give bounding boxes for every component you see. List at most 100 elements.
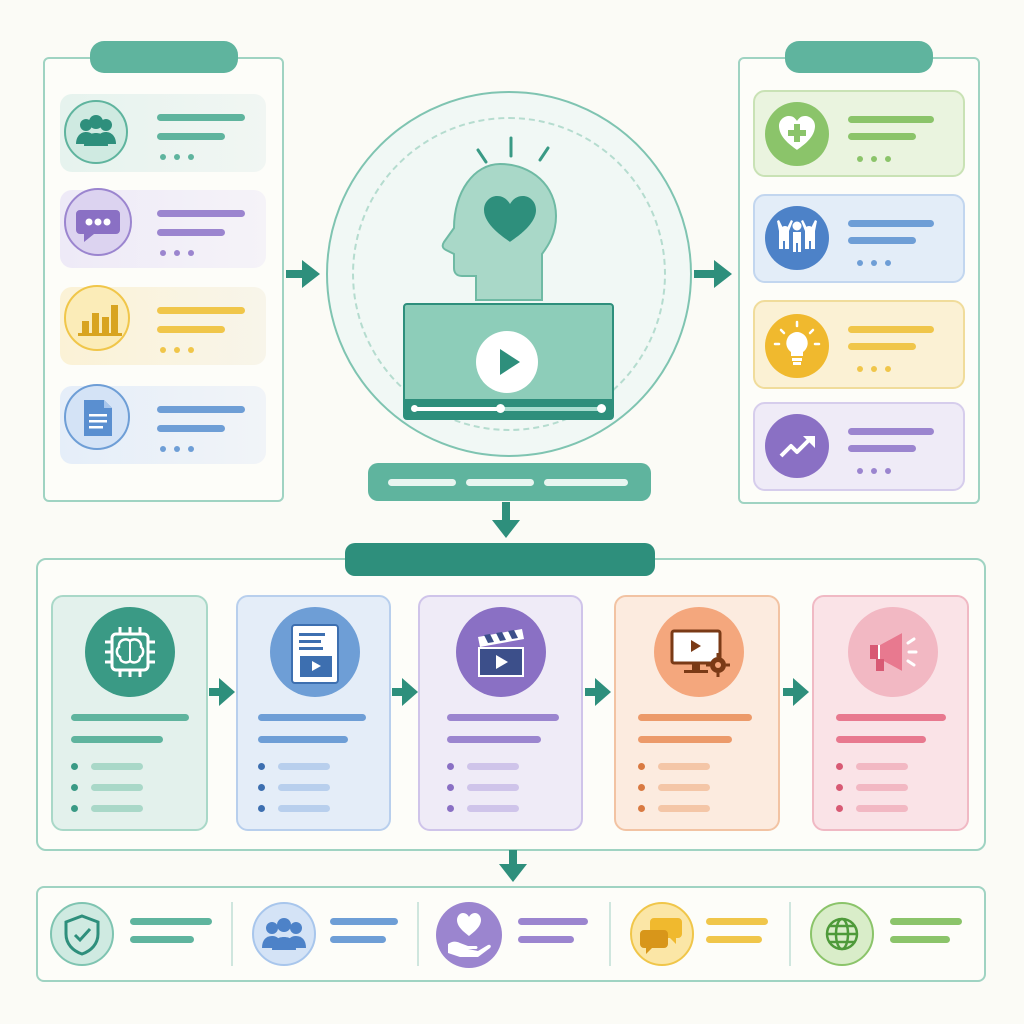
more-dots — [857, 260, 891, 266]
text-line — [330, 936, 386, 943]
input-item-chat[interactable] — [60, 188, 266, 268]
megaphone-icon — [848, 607, 938, 697]
community-icon — [252, 902, 316, 966]
video-progress-track[interactable] — [415, 407, 603, 411]
text-line — [544, 479, 628, 486]
text-line — [388, 479, 456, 486]
text-line — [466, 479, 534, 486]
spark-lines-icon — [476, 136, 550, 164]
globe-icon — [810, 902, 874, 966]
more-dots — [857, 468, 891, 474]
input-item-chart[interactable] — [60, 285, 266, 365]
speech-bubbles-icon — [630, 902, 694, 966]
text-line — [836, 714, 946, 721]
bullet — [258, 763, 265, 770]
text-line — [638, 736, 732, 743]
bar-chart-icon — [64, 285, 130, 351]
head-heart-icon — [441, 162, 558, 301]
pipeline-panel-header — [345, 543, 655, 576]
text-line — [848, 343, 916, 350]
divider — [789, 902, 791, 966]
outcome-item-team[interactable] — [753, 194, 965, 283]
bullet — [447, 805, 454, 812]
text-line — [706, 936, 762, 943]
text-line — [658, 763, 710, 770]
arrow-right-icon — [286, 260, 320, 288]
input-item-people[interactable] — [60, 94, 266, 172]
text-line — [157, 307, 245, 314]
text-line — [848, 445, 916, 452]
text-line — [848, 428, 934, 435]
text-line — [518, 936, 574, 943]
center-hub-inner-ring — [352, 117, 666, 431]
value-item-trust[interactable] — [50, 900, 220, 968]
shield-check-icon — [50, 902, 114, 966]
bullet — [836, 784, 843, 791]
pipeline-step-editing[interactable] — [614, 595, 780, 831]
text-line — [856, 784, 908, 791]
bullet — [836, 763, 843, 770]
text-line — [71, 736, 163, 743]
bullet — [638, 784, 645, 791]
text-line — [91, 763, 143, 770]
text-line — [278, 805, 330, 812]
video-player[interactable] — [403, 303, 614, 420]
value-item-care[interactable] — [436, 900, 596, 968]
outcomes-panel-header — [785, 41, 933, 73]
more-dots — [857, 366, 891, 372]
pipeline-step-ai[interactable] — [51, 595, 208, 831]
pipeline-step-script[interactable] — [236, 595, 391, 831]
text-line — [638, 714, 752, 721]
value-item-dialogue[interactable] — [630, 900, 780, 968]
video-start-dot — [411, 405, 418, 412]
more-dots — [160, 250, 194, 256]
text-line — [836, 736, 926, 743]
clapperboard-icon — [456, 607, 546, 697]
text-line — [856, 805, 908, 812]
team-celebrate-icon — [765, 206, 829, 270]
text-line — [848, 237, 916, 244]
pipeline-step-production[interactable] — [418, 595, 583, 831]
pipeline-step-distribution[interactable] — [812, 595, 969, 831]
text-line — [157, 425, 225, 432]
text-line — [91, 784, 143, 791]
bullet — [71, 805, 78, 812]
text-line — [467, 763, 519, 770]
text-line — [848, 133, 916, 140]
text-line — [467, 805, 519, 812]
outcome-item-idea[interactable] — [753, 300, 965, 389]
bullet — [258, 805, 265, 812]
divider — [417, 902, 419, 966]
value-item-community[interactable] — [252, 900, 412, 968]
bullet — [447, 784, 454, 791]
script-video-icon — [270, 607, 360, 697]
play-button[interactable] — [476, 331, 538, 393]
outcome-item-growth[interactable] — [753, 402, 965, 491]
text-line — [447, 736, 541, 743]
more-dots — [160, 347, 194, 353]
text-line — [706, 918, 768, 925]
video-progress-fill — [415, 407, 500, 411]
text-line — [130, 936, 194, 943]
video-scrubber[interactable] — [495, 404, 505, 413]
text-line — [467, 784, 519, 791]
value-item-global[interactable] — [810, 900, 970, 968]
input-item-document[interactable] — [60, 384, 266, 464]
outcome-item-health[interactable] — [753, 90, 965, 177]
divider — [609, 902, 611, 966]
arrow-right-icon — [209, 678, 235, 706]
text-line — [278, 763, 330, 770]
text-line — [157, 210, 245, 217]
bullet — [71, 763, 78, 770]
monitor-gear-icon — [654, 607, 744, 697]
text-line — [518, 918, 588, 925]
text-line — [848, 116, 934, 123]
text-line — [130, 918, 212, 925]
lightbulb-icon — [765, 314, 829, 378]
arrow-right-icon — [783, 678, 809, 706]
text-line — [890, 918, 962, 925]
text-line — [157, 326, 225, 333]
arrow-right-icon — [694, 260, 732, 288]
arrow-down-icon — [492, 502, 520, 538]
text-line — [157, 133, 225, 140]
